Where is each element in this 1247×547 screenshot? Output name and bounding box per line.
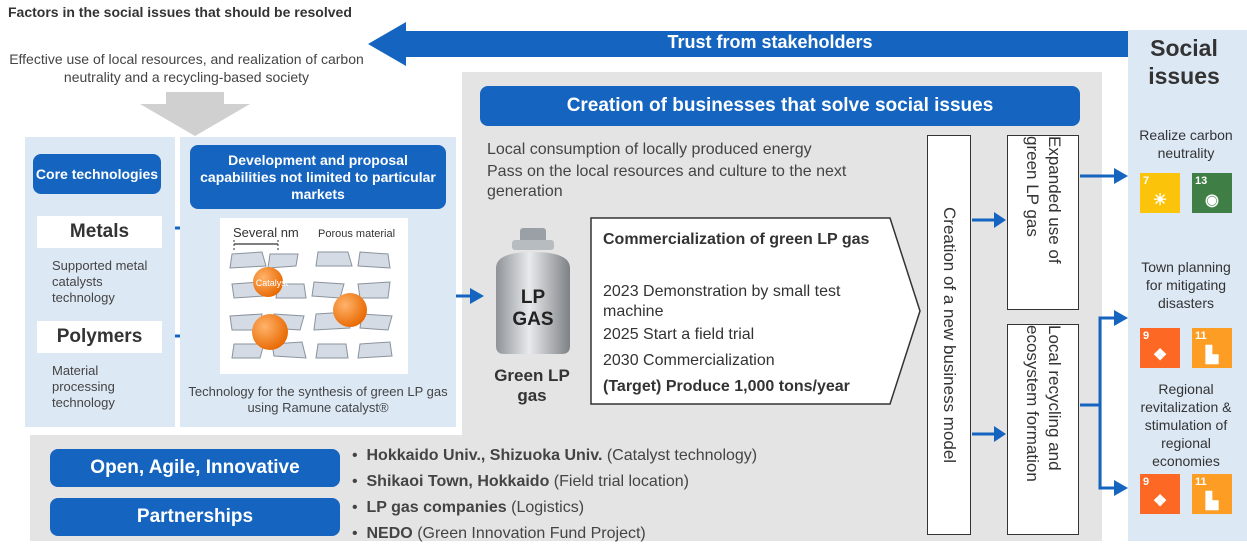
cylinder-label-lp: LP — [520, 287, 546, 308]
partner-name: Hokkaido Univ., Shizuoka Univ. — [366, 447, 603, 464]
expanded-use-box: Expanded use of green LP gas — [1007, 135, 1079, 310]
core-heading: Core technologies — [33, 154, 161, 194]
scale-label: Several nm — [233, 225, 299, 240]
trust-label: Trust from stakeholders — [667, 32, 873, 52]
sdg-7-icon: 7☀ — [1140, 173, 1180, 213]
issue-carbon-label: Realize carbon neutrality — [1139, 127, 1233, 161]
development-heading: Development and proposal capabilities no… — [190, 145, 446, 209]
issue-disaster-label: Town planning for mitigating disasters — [1141, 259, 1231, 311]
recycling-box: Local recycling and ecosystem formation — [1007, 324, 1079, 535]
new-business-model-label: Creation of a new business model — [940, 206, 959, 464]
commercialization-title: Commercialization of green LP gas — [603, 231, 870, 248]
lp-gas-cylinder-icon — [496, 228, 570, 354]
down-arrow — [140, 92, 250, 136]
partner-list: • Hokkaido Univ., Shizuoka Univ. (Cataly… — [352, 443, 872, 547]
green-lp-gas-label: Green LP gas — [494, 366, 570, 405]
social-issues-title: Social issues — [1148, 35, 1220, 89]
partner-name: LP gas companies — [366, 499, 507, 516]
factors-body: Effective use of local resources, and re… — [9, 51, 364, 85]
creation-line2: Pass on the local resources and culture … — [487, 163, 847, 200]
partner-note: (Logistics) — [511, 499, 585, 516]
milestone-2025: 2025 Start a field trial — [603, 326, 755, 343]
social-issues-panel — [1128, 30, 1247, 541]
factors-title: Factors in the social issues that should… — [8, 4, 352, 20]
milestone-2030: 2030 Commercialization — [603, 352, 775, 369]
sdg-13-icon: 13◉ — [1192, 173, 1232, 213]
creation-line1: Local consumption of locally produced en… — [487, 141, 812, 158]
catalyst-label: Catalyst — [255, 278, 289, 288]
recycling-label: Local recycling and ecosystem formation — [1023, 325, 1064, 482]
expanded-use-label: Expanded use of green LP gas — [1023, 136, 1064, 264]
milestone-2023: 2023 Demonstration by small test machine — [603, 283, 841, 320]
partner-item: • LP gas companies (Logistics) — [352, 499, 585, 516]
commercialization-box — [590, 217, 921, 405]
partner-note: (Field trial location) — [553, 473, 689, 490]
polymers-desc: Material processing technology — [52, 363, 115, 410]
milestone-target: (Target) Produce 1,000 tons/year — [603, 378, 850, 395]
partner-item: • Shikaoi Town, Hokkaido (Field trial lo… — [352, 473, 689, 490]
polymers-label: Polymers — [37, 321, 162, 353]
sdg-11-icon: 11▙ — [1192, 474, 1232, 514]
creation-heading: Creation of businesses that solve social… — [480, 86, 1080, 126]
issue-regional-label: Regional revitalization & stimulation of… — [1140, 381, 1232, 469]
development-caption: Technology for the synthesis of green LP… — [188, 384, 448, 415]
partner-name: Shikaoi Town, Hokkaido — [366, 473, 550, 490]
open-agile-innovative-label: Open, Agile, Innovative — [50, 449, 340, 487]
sdg-9-icon: 9❖ — [1140, 474, 1180, 514]
metals-desc: Supported metal catalysts technology — [52, 258, 148, 305]
partner-item: • Hokkaido Univ., Shizuoka Univ. (Cataly… — [352, 447, 758, 464]
trust-arrow — [368, 22, 1130, 66]
new-business-model-box: Creation of a new business model — [927, 135, 971, 535]
partner-name: NEDO — [366, 525, 413, 542]
partnerships-label: Partnerships — [50, 498, 340, 536]
cylinder-label-gas: GAS — [512, 309, 554, 330]
partner-item: • NEDO (Green Innovation Fund Project) — [352, 525, 646, 542]
sdg-11-icon: 11▙ — [1192, 328, 1232, 368]
partner-note: (Catalyst technology) — [606, 447, 758, 464]
porous-label: Porous material — [318, 228, 396, 240]
metals-label: Metals — [37, 216, 162, 248]
porous-material-icon — [229, 240, 393, 359]
sdg-9-icon: 9❖ — [1140, 328, 1180, 368]
partner-note: (Green Innovation Fund Project) — [417, 525, 646, 542]
